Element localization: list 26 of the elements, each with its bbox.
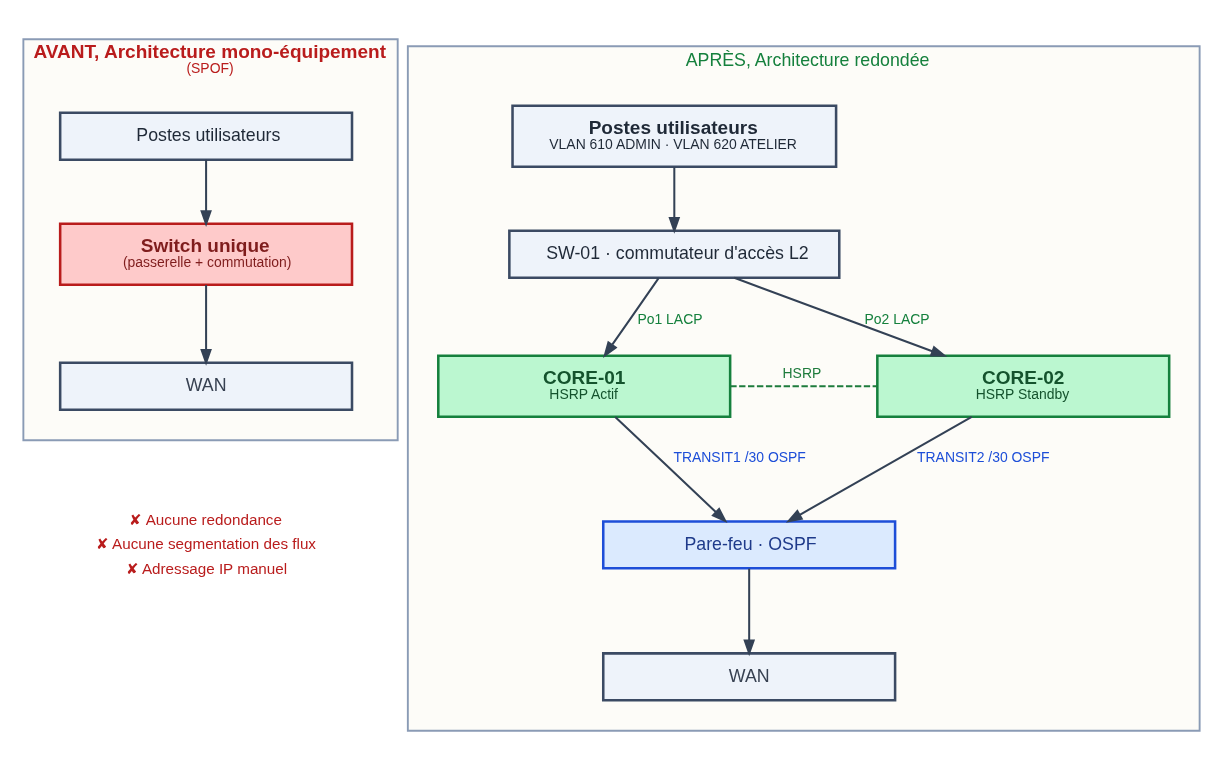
connector (730, 384, 878, 387)
node-box: WAN (602, 651, 897, 702)
label: ✘ Aucune redondance (129, 510, 282, 528)
node-box: Postes utilisateurs (58, 111, 354, 161)
arrow (743, 568, 756, 656)
edge-label: TRANSIT2 /30 OSPF (917, 448, 1050, 465)
edge-label: HSRP (782, 364, 822, 381)
node-box: CORE-01 HSRP Actif (437, 354, 732, 418)
node-box: SW-01 · commutateur d'accès L2 (508, 229, 841, 279)
node-box: Switch unique (passerelle + commutation) (58, 222, 354, 286)
arrow (200, 159, 212, 227)
arrow (785, 415, 973, 523)
arrow (603, 277, 660, 358)
arrow (614, 415, 728, 523)
edge-label: Po1 LACP (637, 310, 703, 327)
edge-label: Po2 LACP (864, 310, 930, 327)
label: ✘ Adressage IP manuel (125, 559, 288, 577)
label: ✘ Aucune segmentation des flux (95, 534, 316, 552)
arrow (733, 276, 948, 357)
node-box: CORE-02 HSRP Standby (876, 354, 1171, 418)
node-box: Pare-feu · OSPF (602, 519, 897, 570)
arrow (200, 284, 212, 366)
node-box: Postes utilisateurs VLAN 610 ADMIN · VLAN 620 ATELIER (511, 104, 838, 168)
arrow (668, 166, 681, 234)
edge-label: TRANSIT1 /30 OSPF (673, 448, 806, 465)
node-box: WAN (58, 361, 354, 411)
